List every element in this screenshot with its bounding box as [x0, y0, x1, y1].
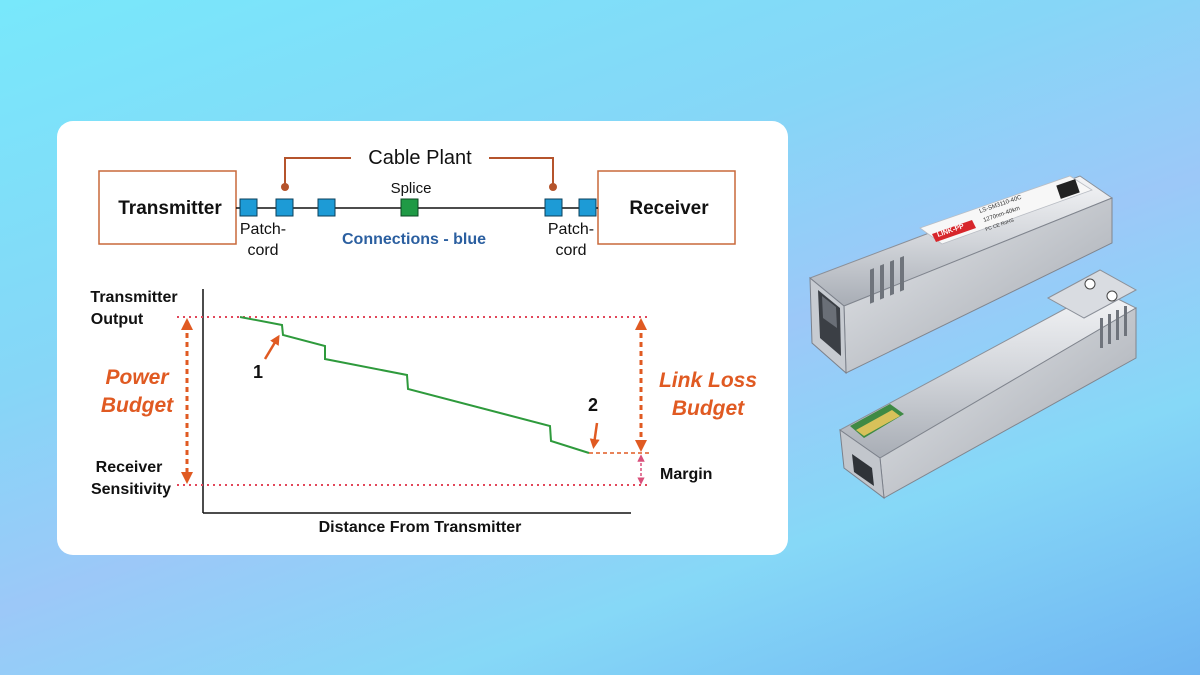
marker-2-arrow	[589, 422, 600, 449]
marker-1-arrow	[263, 334, 280, 360]
cable-plant-bracket	[284, 157, 554, 184]
link-budget-diagram: Cable Plant Transmitter Receiver Splice …	[90, 147, 757, 536]
power-loss-line	[239, 316, 590, 454]
x-axis-label: Distance From Transmitter	[319, 519, 522, 536]
connector-square	[544, 198, 563, 217]
receiver-sensitivity-label-line2: Sensitivity	[91, 481, 171, 498]
cable-plant-bracket-end-right	[549, 183, 557, 191]
transmitter-label: Transmitter	[118, 198, 222, 219]
margin-label: Margin	[660, 466, 712, 483]
receiver-label: Receiver	[629, 198, 709, 219]
connector-square	[578, 198, 597, 217]
transmitter-output-label-line1: Transmitter	[90, 289, 177, 306]
marker-2-label: 2	[588, 395, 598, 415]
patchcord-left-label-line2: cord	[247, 242, 278, 259]
marker-1-label: 1	[253, 362, 263, 382]
transmitter-output-label-line2: Output	[91, 311, 144, 328]
receiver-sensitivity-label-line1: Receiver	[96, 459, 163, 476]
splice-label: Splice	[391, 180, 432, 197]
link-loss-budget-label-line2: Budget	[672, 397, 745, 420]
power-budget-label-line2: Budget	[101, 394, 174, 417]
qr-code	[1056, 179, 1080, 199]
patchcord-right-label-line2: cord	[555, 242, 586, 259]
connections-blue-label: Connections - blue	[342, 231, 486, 248]
link-loss-budget-label-line1: Link Loss	[659, 369, 757, 392]
connector-square	[239, 198, 258, 217]
splice-square	[400, 198, 419, 217]
link-budget-diagram-card: Cable Plant Transmitter Receiver Splice …	[57, 121, 788, 555]
patchcord-right-label-line1: Patch-	[548, 221, 594, 238]
cable-plant-bracket-end-left	[281, 183, 289, 191]
patchcord-left-label-line1: Patch-	[240, 221, 286, 238]
sfp-transceiver-modules-image: LINK-PP LS-SM3110-40C 1270nm-40km FC CE …	[809, 175, 1138, 500]
power-budget-label-line1: Power	[105, 366, 170, 389]
sfp-module-front: LINK-PP LS-SM3110-40C 1270nm-40km FC CE …	[809, 175, 1114, 375]
cable-plant-label: Cable Plant	[368, 147, 472, 169]
connector-square	[275, 198, 294, 217]
connector-square	[317, 198, 336, 217]
sfp-module-back	[839, 269, 1138, 500]
